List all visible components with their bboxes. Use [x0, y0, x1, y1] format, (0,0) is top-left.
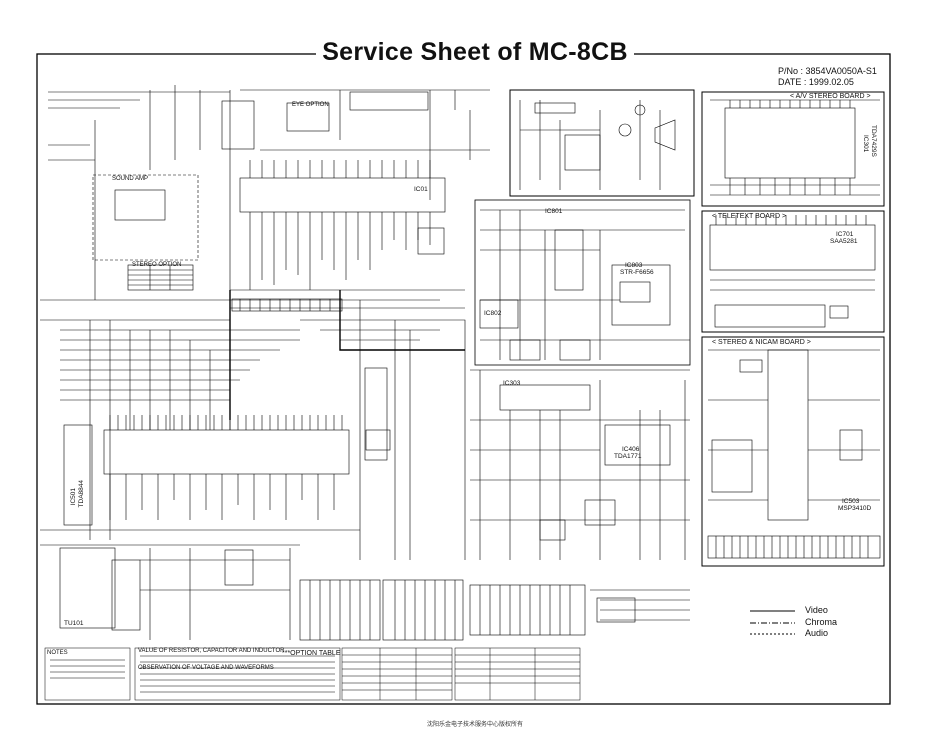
ic406-label: IC406: [622, 446, 640, 453]
legend-audio-label: Audio: [805, 628, 829, 638]
sound-amp-label: SOUND AMP: [112, 176, 149, 182]
tda7429s-label: TDA7429S: [870, 125, 877, 157]
sheet-border: [36, 53, 891, 705]
ic801-label: IC801: [545, 208, 563, 215]
legend-chroma-label: Chroma: [805, 617, 838, 627]
notes-label: NOTES: [47, 650, 68, 656]
str-f6656-label: STR-F6656: [620, 269, 654, 276]
observation-label: OBSERVATION OF VOLTAGE AND WAVEFORMS: [138, 665, 274, 671]
stereo-nicam-board-label: < STEREO & NICAM BOARD >: [712, 339, 811, 346]
power-block-box: [474, 199, 691, 366]
value-note-label: VALUE OF RESISTOR, CAPACITOR AND INDUCTO…: [138, 648, 285, 654]
stereo-nicam-board-box: [701, 336, 885, 567]
saa5281-label: SAA5281: [830, 238, 858, 245]
notes-tables: [44, 647, 581, 701]
ic503-label: IC503: [842, 498, 860, 505]
part-number: P/No : 3854VA0050A-S1: [778, 66, 877, 76]
schematic-wiring: [40, 85, 881, 641]
sheet-date: DATE : 1999.02.05: [778, 77, 854, 87]
tu101-label: TU101: [64, 620, 84, 627]
legend-video-label: Video: [805, 605, 828, 615]
tda8844-label: TDA8844: [78, 480, 85, 508]
eye-option-label: EYE OPTION: [292, 102, 329, 108]
option-table-label: ***OPTION TABLE: [282, 650, 341, 657]
sheet-title: Service Sheet of MC-8CB: [0, 38, 950, 67]
ic01-label: IC01: [414, 186, 428, 193]
ic501-label: IC501: [70, 488, 77, 506]
ic802-label: IC802: [484, 310, 502, 317]
tda1771-label: TDA1771: [614, 453, 642, 460]
ic803-label: IC803: [625, 262, 643, 269]
footer-copyright: 沈阳乐金电子技术服务中心版权所有: [426, 721, 523, 728]
av-stereo-board-box: [701, 91, 885, 207]
ic303-label: IC303: [503, 380, 521, 387]
stereo-option-label: STEREO OPTION: [132, 262, 182, 268]
deflection-block-box: [509, 89, 695, 197]
ic301-label: IC301: [862, 135, 869, 153]
ic701-label: IC701: [836, 231, 854, 238]
teletext-board-box: [701, 210, 885, 333]
teletext-board-label: < TELETEXT BOARD >: [712, 213, 787, 220]
av-stereo-board-label: < A/V STEREO BOARD >: [790, 93, 871, 100]
msp3410d-label: MSP3410D: [838, 505, 872, 512]
